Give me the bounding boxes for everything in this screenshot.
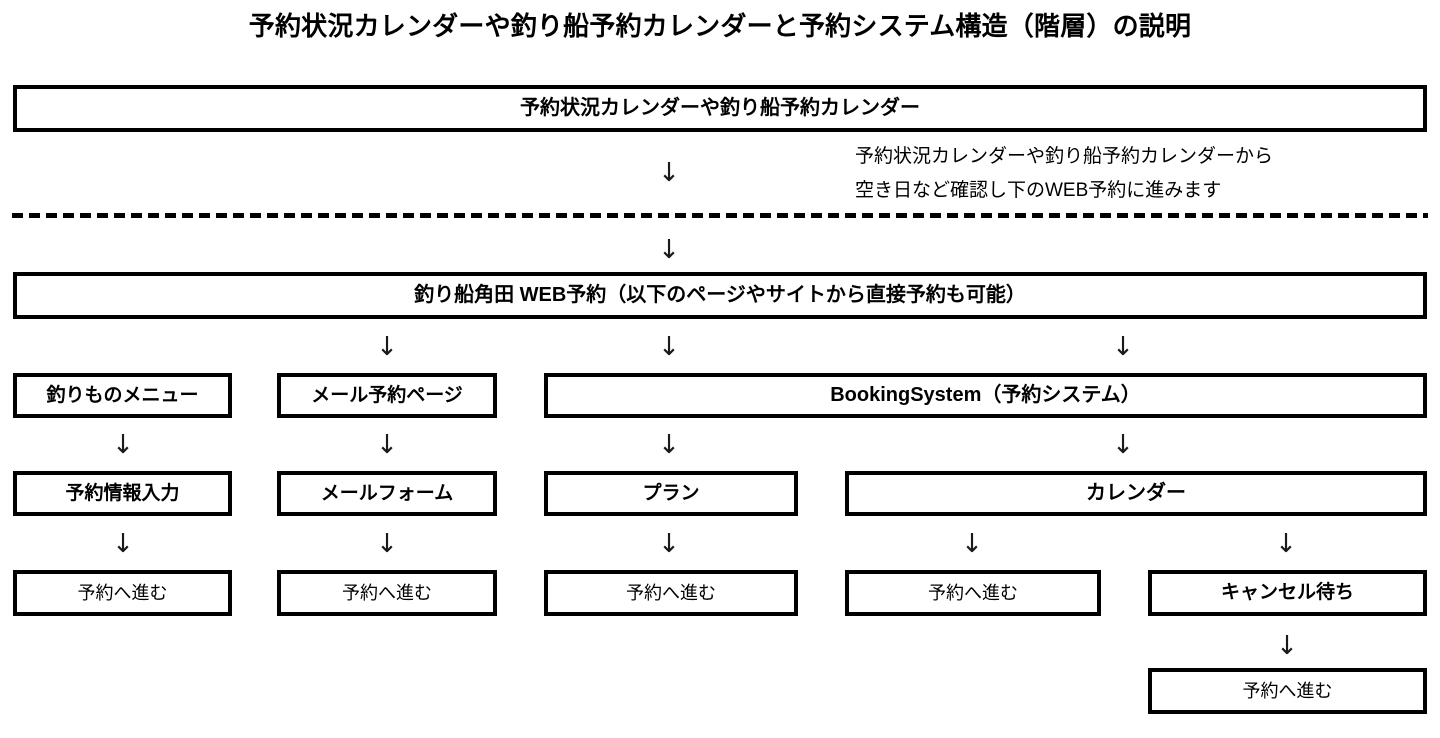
arrow-down-icon-plan-to-proceed: ↓: [658, 529, 680, 559]
arrow-down-icon-bs-to-plan: ↓: [658, 430, 680, 460]
arrow-down-icon-mailpage-to-mailform: ↓: [376, 430, 398, 460]
annotation-line-1: 予約状況カレンダーや釣り船予約カレンダーから: [855, 146, 1274, 167]
page-title: 予約状況カレンダーや釣り船予約カレンダーと予約システム構造（階層）の説明: [248, 11, 1192, 41]
node-proceed-col1[interactable]: 予約へ進む: [13, 570, 232, 616]
node-proceed-col2[interactable]: 予約へ進む: [277, 570, 497, 616]
node-calendar[interactable]: カレンダー: [845, 471, 1427, 516]
arrow-down-icon-web-to-bookingsystem: ↓: [1112, 332, 1134, 362]
node-booking-info-input[interactable]: 予約情報入力: [13, 471, 232, 516]
arrow-down-icon-to-web: ↓: [658, 235, 680, 265]
arrow-down-icon-calendar-to-proceed: ↓: [961, 529, 983, 559]
node-mail-booking-page[interactable]: メール予約ページ: [277, 373, 497, 418]
node-booking-system[interactable]: BookingSystem（予約システム）: [544, 373, 1427, 418]
arrow-down-icon-menu-to-info: ↓: [112, 430, 134, 460]
node-mail-form[interactable]: メールフォーム: [277, 471, 497, 516]
arrow-down-icon-web-to-mail: ↓: [658, 332, 680, 362]
dashed-divider: [12, 213, 1428, 218]
arrow-down-icon-waitlist-to-proceed: ↓: [1276, 631, 1298, 661]
node-proceed-col4[interactable]: 予約へ進む: [845, 570, 1101, 616]
arrow-down-icon-top: ↓: [658, 158, 680, 188]
node-proceed-col3[interactable]: 予約へ進む: [544, 570, 798, 616]
arrow-down-icon-bs-to-calendar: ↓: [1112, 430, 1134, 460]
annotation-line-2: 空き日など確認し下のWEB予約に進みます: [855, 180, 1222, 201]
node-fishing-menu[interactable]: 釣りものメニュー: [13, 373, 232, 418]
node-web-booking[interactable]: 釣り船角田 WEB予約（以下のページやサイトから直接予約も可能）: [13, 272, 1427, 319]
arrow-down-icon-web-to-menu: ↓: [376, 332, 398, 362]
arrow-down-icon-calendar-to-waitlist: ↓: [1275, 529, 1297, 559]
arrow-down-icon-mailform-to-proceed: ↓: [376, 529, 398, 559]
arrow-down-icon-info-to-proceed: ↓: [112, 529, 134, 559]
node-proceed-col5[interactable]: 予約へ進む: [1148, 668, 1427, 714]
node-calendar-top[interactable]: 予約状況カレンダーや釣り船予約カレンダー: [13, 85, 1427, 132]
node-cancellation-waitlist[interactable]: キャンセル待ち: [1148, 570, 1427, 616]
node-plan[interactable]: プラン: [544, 471, 798, 516]
